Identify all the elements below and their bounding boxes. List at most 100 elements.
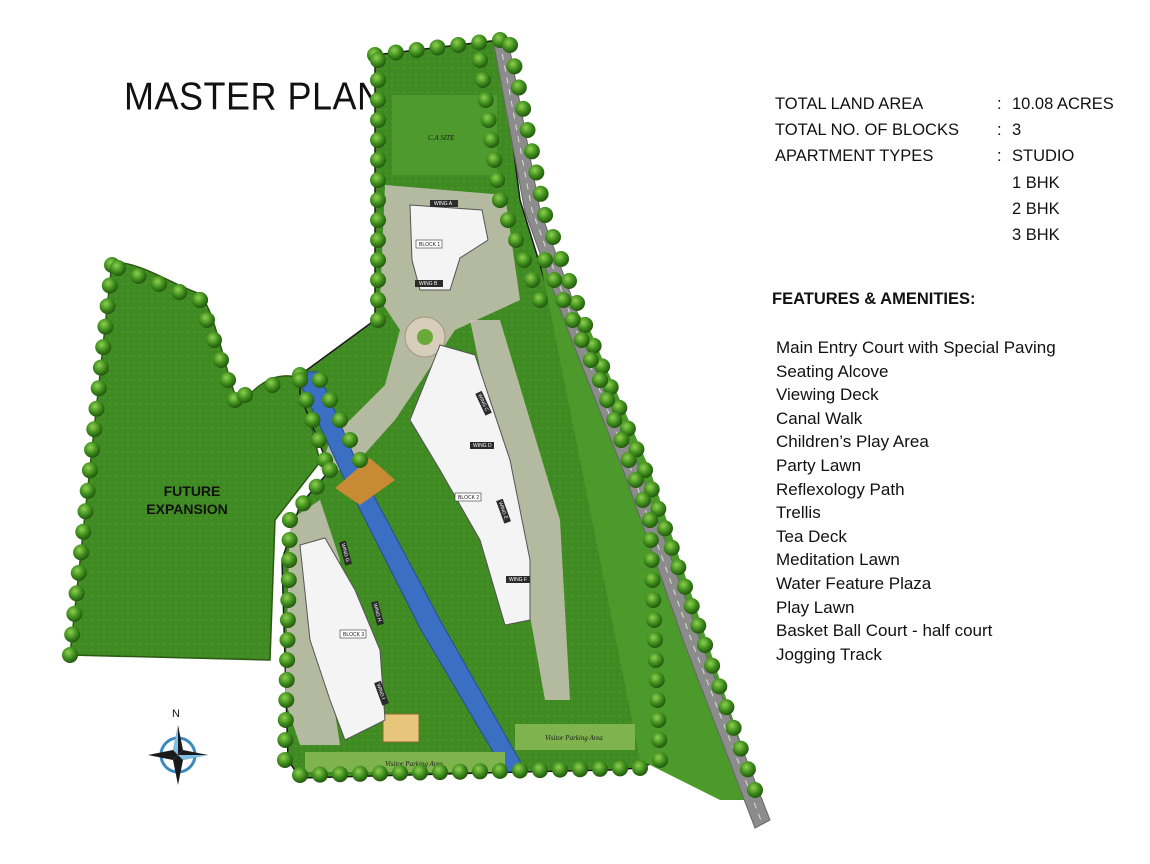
feature-item: Water Feature Plaza [776,573,932,593]
tree-icon [64,626,81,643]
tree-icon [352,452,368,468]
tree-icon [292,767,308,783]
tree-icon [370,52,386,68]
stat-label: TOTAL NO. OF BLOCKS [775,121,959,140]
tree-icon [553,251,569,267]
tree-icon [523,143,540,160]
stat-row-blocks: TOTAL NO. OF BLOCKS : 3 [775,117,1114,143]
features-list: Main Entry Court with Special Paving Sea… [776,336,1056,666]
stat-label: APARTMENT TYPES [775,147,934,166]
tree-icon [582,352,599,368]
tree-icon [606,412,623,428]
tree-icon [308,478,325,495]
tree-icon [206,332,222,348]
tree-icon [213,352,229,368]
wing-h-label: WING H [372,603,383,623]
tree-icon [370,152,386,168]
page-title: MASTER PLAN [124,74,384,119]
tree-icon [75,523,92,540]
block-2: BLOCK 2 WING C WING D WING E WING F [409,344,531,626]
tree-icon [532,185,549,202]
tree-icon [508,232,524,248]
feature-item: Play Lawn [776,597,855,617]
tree-icon [483,132,500,148]
tree-icon [643,481,660,498]
tree-icon [683,598,700,615]
tree-icon [572,761,588,778]
tree-icon [510,79,527,96]
stat-label: TOTAL LAND AREA [775,95,924,113]
tree-icon [573,332,590,348]
tree-icon [220,372,236,388]
tree-icon [88,400,105,417]
feature-item: Children’s Play Area [776,432,929,452]
tree-icon [747,782,763,798]
tree-icon [312,372,328,388]
block-1-label: BLOCK 1 [419,242,440,248]
wing-d-label: WING D [473,443,492,449]
tree-icon [295,495,312,512]
compass-rose-icon [148,725,208,785]
tree-icon [370,212,386,228]
tree-icon [281,532,298,548]
features-heading: FEATURES & AMENITIES: [772,290,976,308]
tree-icon [372,765,388,782]
apartment-type-3bhk: 3 BHK [1012,226,1060,245]
tree-icon [81,462,98,479]
tree-icon [292,372,308,388]
tree-icon [532,292,548,308]
tree-icon [392,764,408,781]
tree-icon [690,617,707,634]
tree-icon [282,512,298,528]
tree-icon [592,372,608,388]
feature-item: Reflexology Path [776,479,905,499]
tree-icon [450,37,467,53]
tree-icon [92,359,109,376]
tree-icon [545,229,561,245]
road-centerline [499,41,763,824]
feature-item: Main Entry Court with Special Paving [776,338,1056,357]
tree-icon [646,612,663,628]
tree-icon [537,252,553,268]
feature-item: Jogging Track [776,644,882,664]
tree-icon [90,380,107,397]
tree-icon [452,763,468,780]
stat-row-apartment-types: APARTMENT TYPES : STUDIO [775,143,1114,169]
wing-i-label: WING I [375,683,386,700]
tree-icon [101,277,118,294]
block-3-label: BLOCK 3 [343,632,364,638]
apartment-type-1bhk: 1 BHK [1012,173,1060,192]
tree-icon [370,232,386,248]
tree-icon [66,605,83,622]
tree-icon [732,740,749,757]
tree-icon [627,472,644,488]
feature-item: Meditation Lawn [776,550,900,570]
block-2-label: BLOCK 2 [458,495,479,501]
tree-icon [528,164,545,181]
tree-icon [277,732,294,748]
tree-icon [670,559,687,576]
tree-icon [370,172,386,188]
tree-icon [370,252,386,268]
tree-icon [620,452,637,468]
tree-icon [342,432,358,448]
stat-colon: : [997,95,1002,113]
tree-icon [110,260,126,276]
tree-icon [280,592,297,608]
tree-icon [171,284,188,300]
tree-icon [280,572,297,588]
tree-icon [237,387,253,403]
tree-icon [650,500,667,517]
tree-icon [84,441,101,458]
stat-value: 3 [1012,121,1022,140]
future-expansion-label-line2: EXPANSION [146,501,227,517]
tree-icon [612,760,628,777]
tree-icon [304,412,321,428]
feature-item: Basket Ball Court - half court [776,621,993,641]
tree-icon [643,552,660,568]
tree-icon [648,672,665,688]
tree-icon [697,637,713,653]
tree-icon [739,761,756,778]
tree-icon [642,532,659,548]
tree-icon [637,462,653,478]
